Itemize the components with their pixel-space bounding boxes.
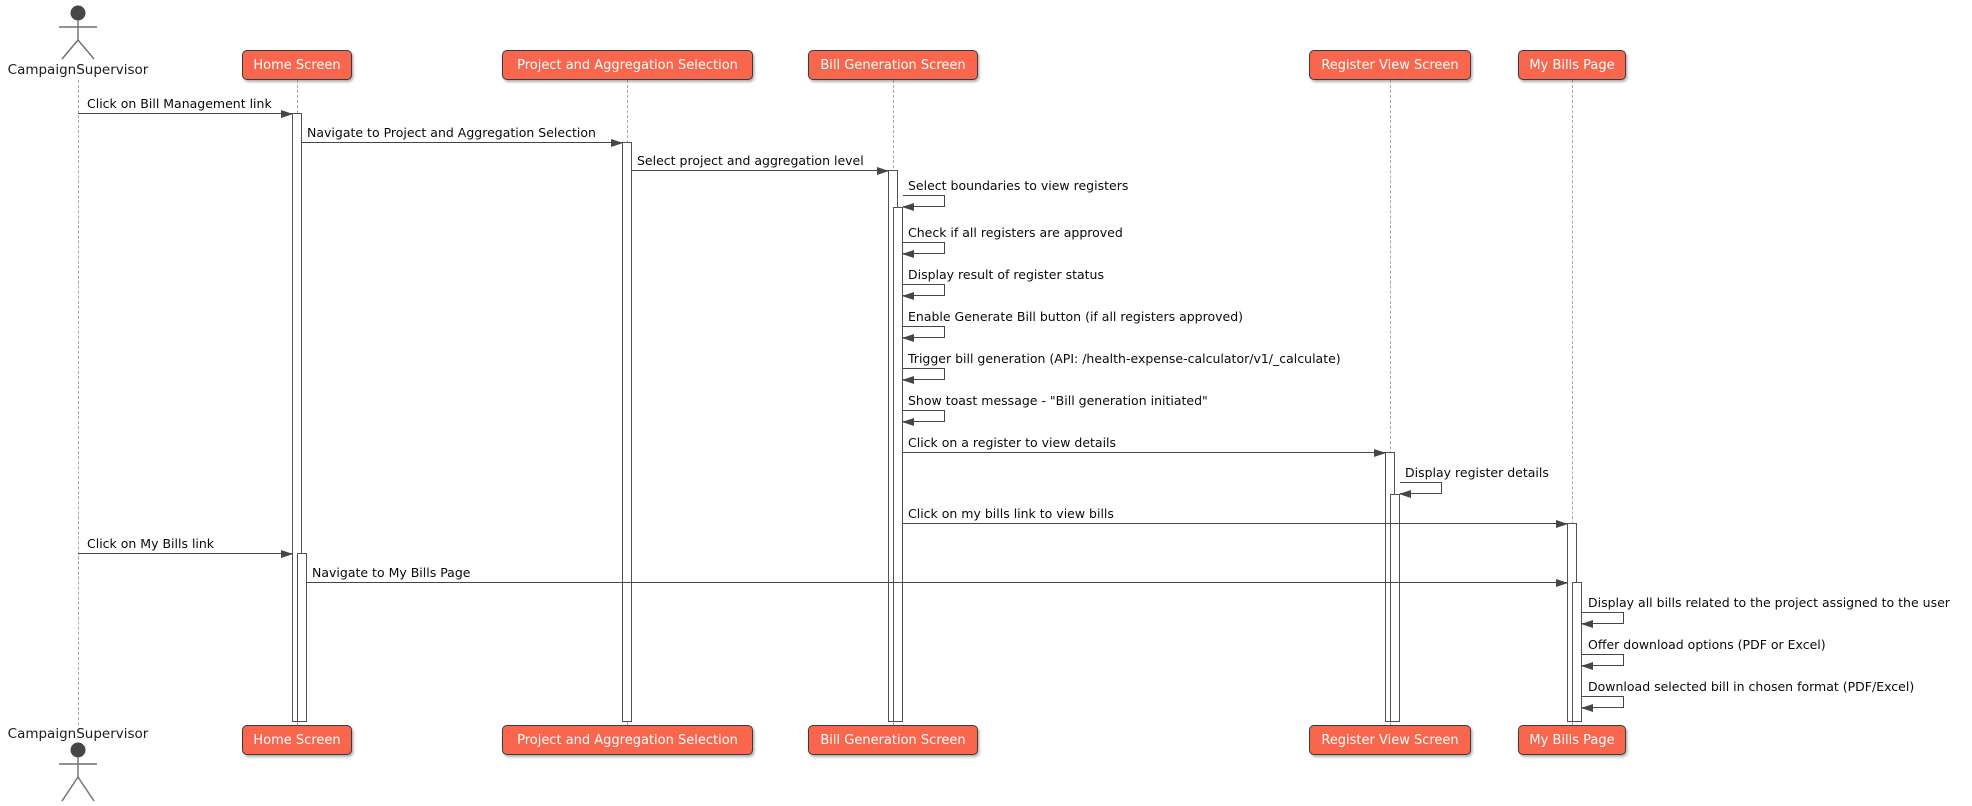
message-label: Click on my bills link to view bills xyxy=(908,506,1114,521)
participant-project-aggregation-selection-bottom: Project and Aggregation Selection xyxy=(502,725,753,755)
lifeline-register-view-screen xyxy=(1389,80,1391,725)
self-message-arrow xyxy=(1581,654,1624,670)
participant-bill-generation-screen-bottom: Bill Generation Screen xyxy=(808,725,978,755)
arrowhead-icon xyxy=(902,202,914,211)
arrowhead-icon xyxy=(902,417,914,426)
arrowhead-icon xyxy=(902,291,914,300)
activation-register-view-screen-nested xyxy=(1390,494,1400,722)
actor-name-bottom: CampaignSupervisor xyxy=(7,726,149,742)
message-label: Enable Generate Bill button (if all regi… xyxy=(908,309,1244,324)
lifeline-actor xyxy=(77,80,79,725)
self-message-arrow xyxy=(1581,696,1624,712)
self-message-arrow xyxy=(902,284,945,300)
arrowhead-icon xyxy=(281,110,293,118)
self-message-arrow xyxy=(902,242,945,258)
self-message-arrow xyxy=(902,326,945,342)
message-label: Trigger bill generation (API: /health-ex… xyxy=(908,351,1341,366)
lifeline-my-bills-page xyxy=(1571,80,1573,725)
message-label: Click on a register to view details xyxy=(908,435,1117,450)
participant-home-screen-bottom: Home Screen xyxy=(242,725,352,755)
self-message-arrow xyxy=(902,195,945,211)
message-arrow xyxy=(307,579,1568,587)
arrowhead-icon xyxy=(611,139,623,147)
message-label: Offer download options (PDF or Excel) xyxy=(1588,637,1826,652)
message-label: Download selected bill in chosen format … xyxy=(1588,679,1915,694)
arrowhead-icon xyxy=(1556,579,1568,587)
message-label: Display result of register status xyxy=(908,267,1104,282)
arrowhead-icon xyxy=(1556,520,1568,528)
participant-register-view-screen-bottom: Register View Screen xyxy=(1309,725,1471,755)
participant-my-bills-page-bottom: My Bills Page xyxy=(1518,725,1626,755)
arrowhead-icon xyxy=(1581,661,1593,670)
arrowhead-icon xyxy=(1581,619,1593,628)
activation-project-aggregation-selection xyxy=(622,142,632,722)
activation-my-bills-page-nested xyxy=(1572,582,1582,722)
actor-icon-bottom xyxy=(59,742,97,802)
participant-register-view-screen-top: Register View Screen xyxy=(1309,50,1471,80)
message-label: Display register details xyxy=(1405,465,1549,480)
message-arrow xyxy=(632,167,889,175)
message-arrow xyxy=(78,550,293,558)
arrowhead-icon xyxy=(902,333,914,342)
activation-bill-generation-screen-nested xyxy=(893,207,903,722)
self-message-arrow xyxy=(1399,482,1442,498)
message-label: Click on Bill Management link xyxy=(87,96,272,111)
arrowhead-icon xyxy=(902,375,914,384)
participant-my-bills-page-top: My Bills Page xyxy=(1518,50,1626,80)
actor-icon xyxy=(59,5,97,60)
self-message-arrow xyxy=(1581,612,1624,628)
arrowhead-icon xyxy=(281,550,293,558)
participant-bill-generation-screen-top: Bill Generation Screen xyxy=(808,50,978,80)
participant-home-screen-top: Home Screen xyxy=(242,50,352,80)
arrowhead-icon xyxy=(1374,449,1386,457)
message-arrow xyxy=(78,110,293,118)
self-message-arrow xyxy=(902,410,945,426)
arrowhead-icon xyxy=(902,249,914,258)
message-label: Select project and aggregation level xyxy=(637,153,864,168)
message-label: Check if all registers are approved xyxy=(908,225,1123,240)
activation-home-screen-nested xyxy=(297,553,307,722)
message-label: Display all bills related to the project… xyxy=(1588,595,1950,610)
message-arrow xyxy=(302,139,623,147)
message-label: Navigate to Project and Aggregation Sele… xyxy=(307,125,596,140)
arrowhead-icon xyxy=(877,167,889,175)
message-label: Show toast message - "Bill generation in… xyxy=(908,393,1208,408)
message-label: Click on My Bills link xyxy=(87,536,215,551)
participant-project-aggregation-selection-top: Project and Aggregation Selection xyxy=(502,50,753,80)
self-message-arrow xyxy=(902,368,945,384)
message-arrow xyxy=(903,520,1568,528)
actor-name-top: CampaignSupervisor xyxy=(7,62,149,78)
message-label: Navigate to My Bills Page xyxy=(312,565,471,580)
arrowhead-icon xyxy=(1581,703,1593,712)
message-arrow xyxy=(903,449,1386,457)
arrowhead-icon xyxy=(1399,489,1411,498)
message-label: Select boundaries to view registers xyxy=(908,178,1129,193)
